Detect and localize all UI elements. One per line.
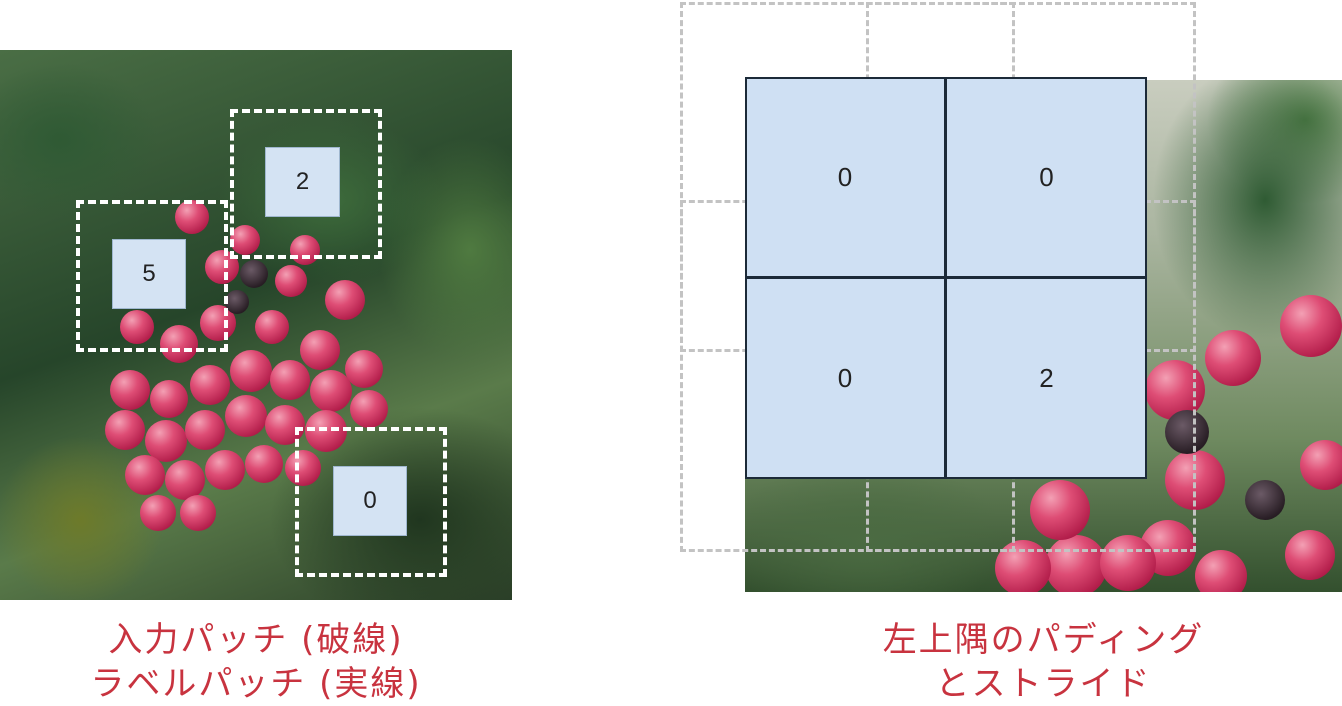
berry	[105, 410, 145, 450]
berry	[1300, 440, 1342, 490]
berry	[285, 450, 321, 486]
grid-cell: 2	[946, 278, 1147, 479]
caption-line: 入力パッチ (破線)	[108, 620, 404, 660]
berry	[1205, 330, 1261, 386]
berry	[180, 495, 216, 531]
berry	[305, 410, 347, 452]
berry	[175, 200, 209, 234]
berry	[1285, 530, 1335, 580]
berry	[145, 420, 187, 462]
grid-cell: 0	[745, 77, 945, 277]
berry	[1100, 535, 1156, 591]
berry	[1195, 550, 1247, 592]
caption-line: とストライド	[935, 664, 1152, 704]
left-caption: 入力パッチ (破線) ラベルパッチ (実線)	[0, 618, 512, 706]
berry	[230, 225, 260, 255]
dark-berry	[240, 260, 268, 288]
caption-line: ラベルパッチ (実線)	[90, 664, 422, 704]
berry	[290, 235, 320, 265]
berry	[150, 380, 188, 418]
berry	[125, 455, 165, 495]
berry	[345, 350, 383, 388]
dark-berry	[225, 290, 249, 314]
berry	[325, 280, 365, 320]
dark-berry	[1165, 410, 1209, 454]
berry	[350, 390, 388, 428]
berry	[1045, 535, 1107, 592]
berry	[185, 410, 225, 450]
left-berry-photo	[0, 50, 512, 600]
berry	[230, 350, 272, 392]
berry	[300, 330, 340, 370]
berry	[225, 395, 267, 437]
caption-line: 左上隅のパディング	[882, 620, 1205, 660]
right-caption: 左上隅のパディング とストライド	[745, 618, 1342, 706]
berry	[310, 370, 352, 412]
berry	[165, 460, 205, 500]
label-patch: 0	[333, 466, 407, 536]
berry	[255, 310, 289, 344]
berry	[1030, 480, 1090, 540]
berry	[140, 495, 176, 531]
berry	[160, 325, 198, 363]
berry	[1280, 295, 1342, 357]
grid-divider-horizontal	[745, 276, 1147, 279]
berry	[995, 540, 1051, 592]
berry	[110, 370, 150, 410]
label-patch: 2	[265, 147, 340, 217]
berry	[190, 365, 230, 405]
berry	[120, 310, 154, 344]
dark-berry	[1245, 480, 1285, 520]
berry	[270, 360, 310, 400]
grid-cell: 0	[745, 278, 945, 479]
input-patch-dashed	[76, 200, 228, 352]
label-grid: 0 0 0 2	[745, 77, 1147, 479]
berry	[245, 445, 283, 483]
berry	[205, 450, 245, 490]
input-patch-dashed	[230, 109, 382, 259]
input-patch-dashed	[295, 427, 447, 577]
grid-cell: 0	[946, 77, 1147, 277]
label-patch: 5	[112, 239, 186, 309]
berry	[275, 265, 307, 297]
